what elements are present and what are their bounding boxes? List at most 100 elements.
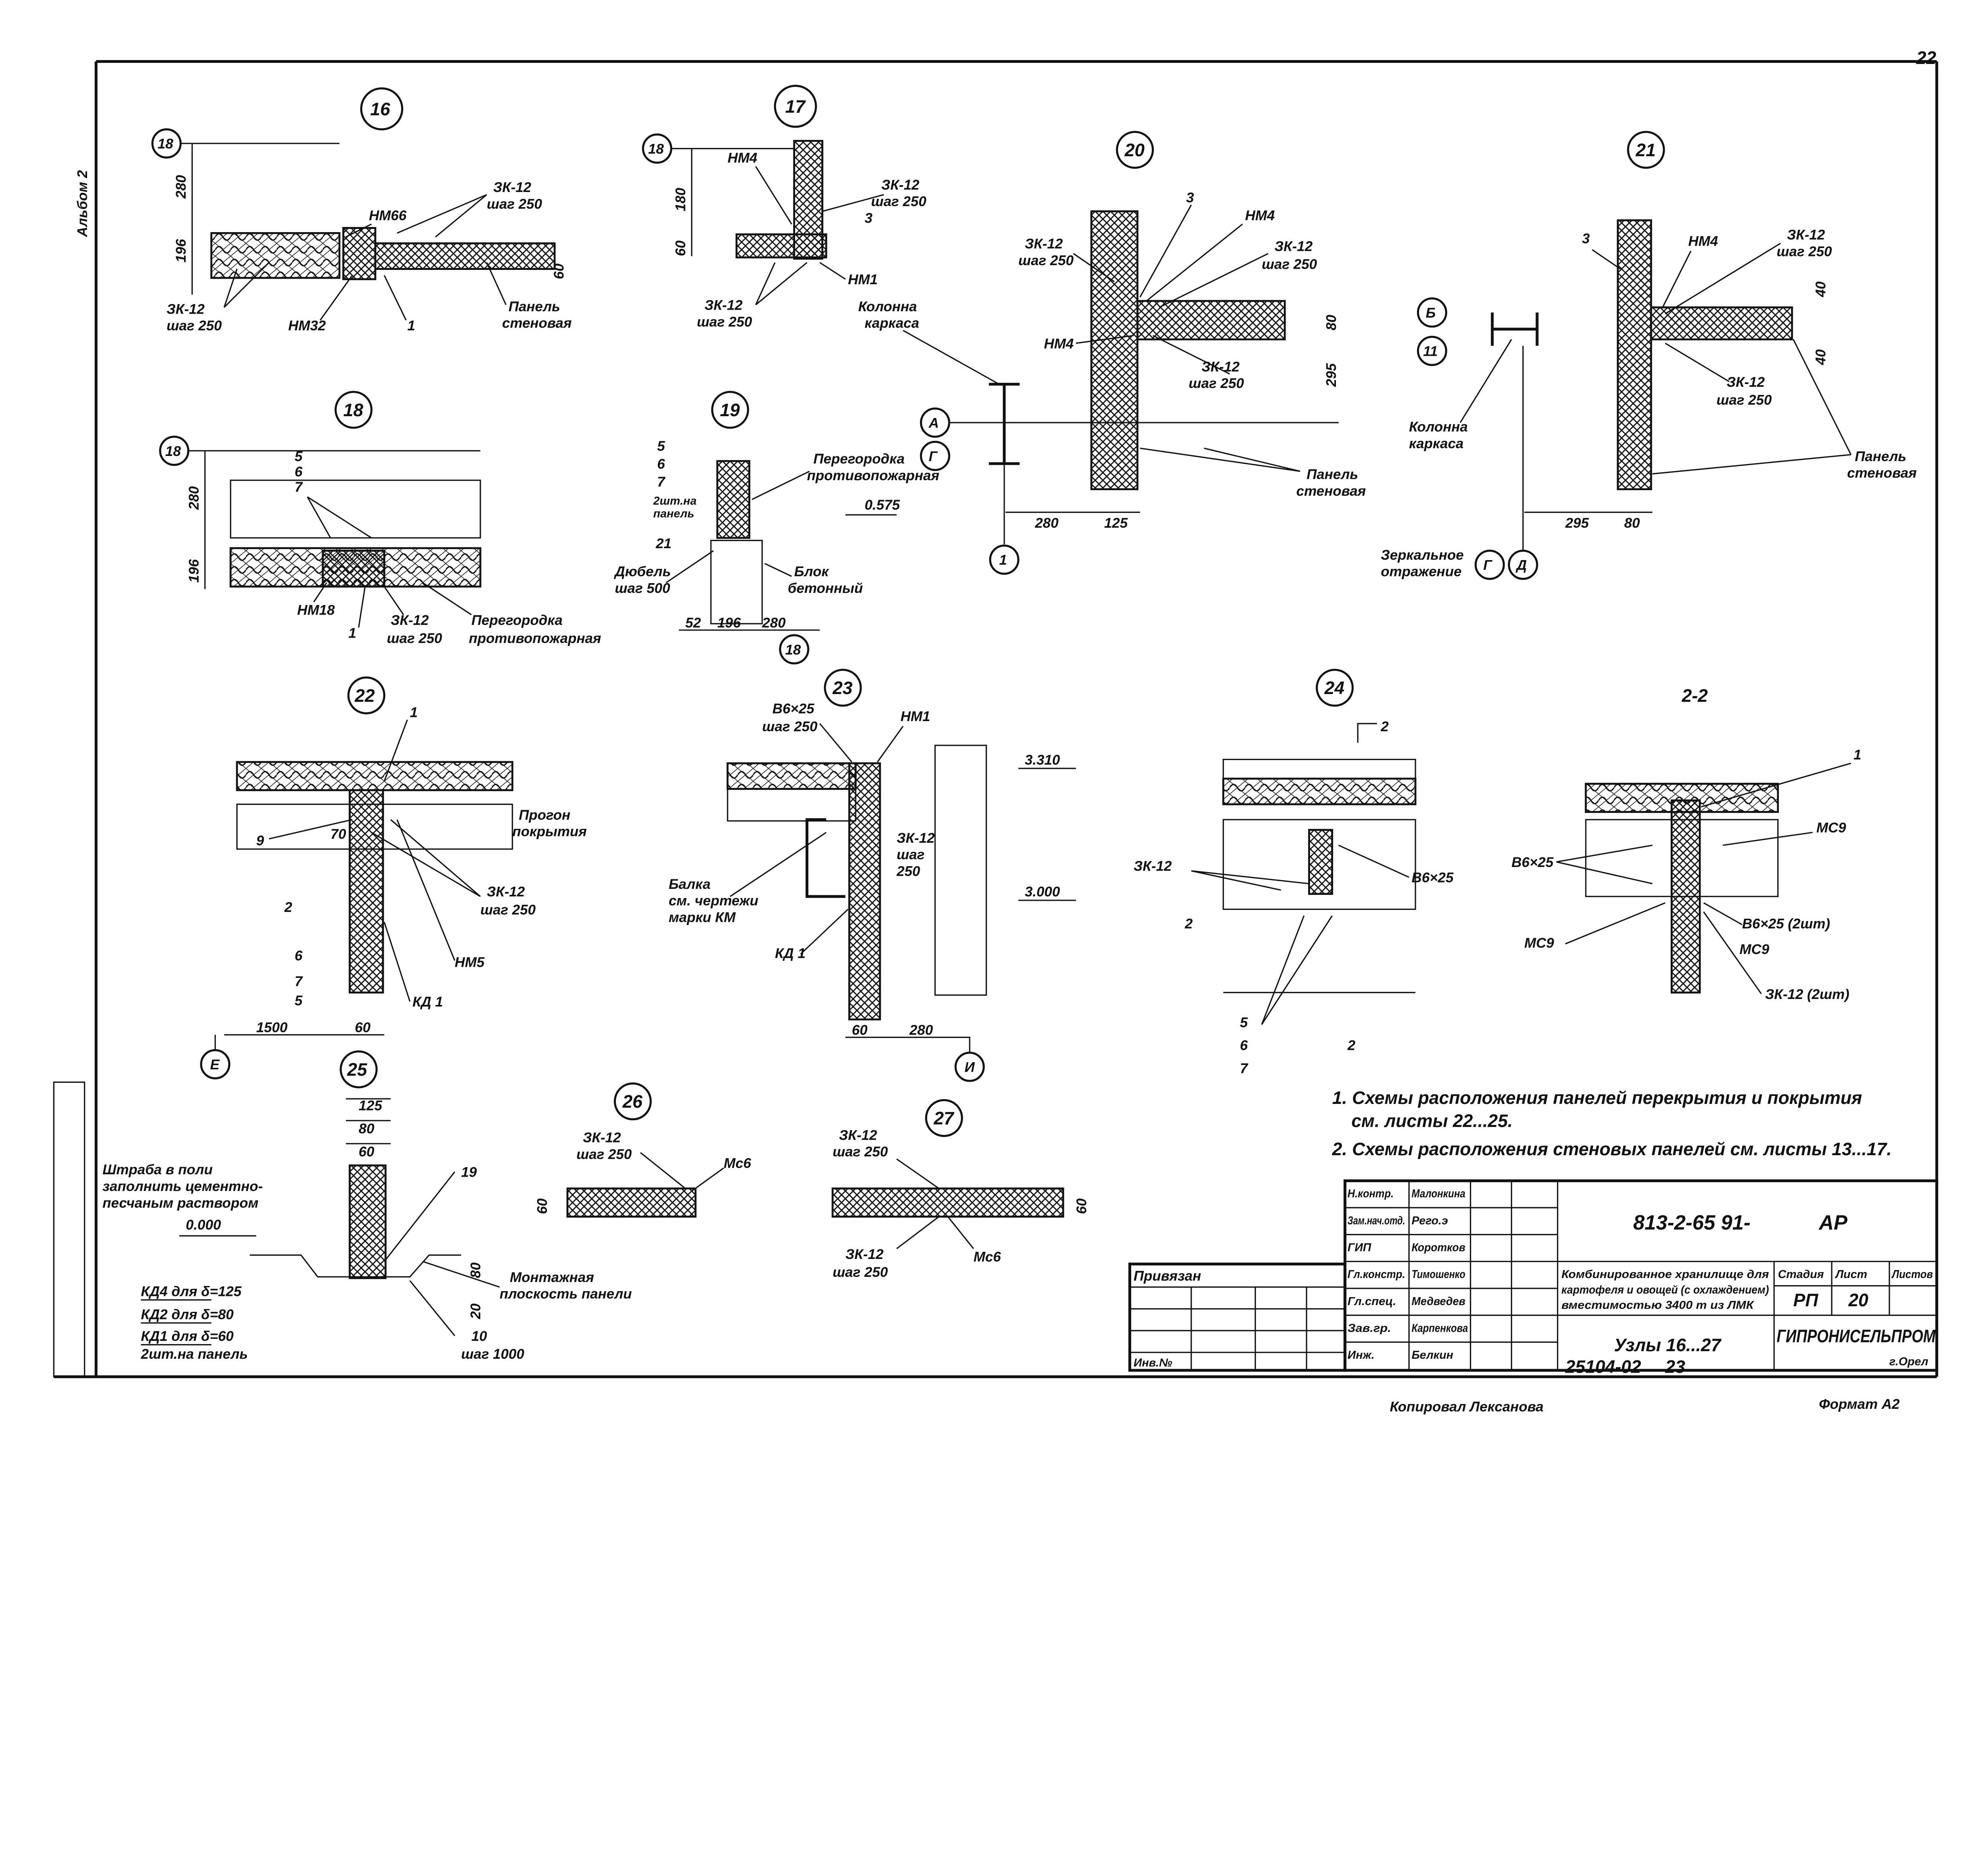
label: НМ1	[848, 272, 878, 287]
role: Инж.	[1347, 1349, 1375, 1362]
dimension: 52	[685, 615, 701, 631]
label: марки КМ	[669, 910, 736, 925]
dimension: 280	[186, 486, 202, 510]
label: ЗК-12	[583, 1130, 621, 1146]
dimension: 70	[330, 826, 346, 842]
label: Панель	[509, 299, 560, 314]
footer-number: 23	[1665, 1357, 1685, 1377]
label: 250	[896, 863, 920, 879]
label: В6×25	[773, 700, 815, 716]
sheet-number: 22	[1916, 48, 1936, 68]
label: ЗК-12	[1134, 858, 1172, 874]
axis-marker: 18	[157, 136, 173, 152]
section-2-2: 2-2 1 МС9 В6×25 МС9 В6×25 (2шт) МС9 ЗК-1…	[1512, 685, 1862, 1002]
object-name: Комбинированное хранилище для	[1561, 1268, 1769, 1281]
document-code: 813-2-65 91-	[1633, 1211, 1751, 1234]
label: 3	[1582, 231, 1590, 246]
note-1: 1. Схемы расположения панелей перекрытия…	[1332, 1088, 1862, 1108]
dimension: 280	[762, 615, 786, 631]
dimension: 125	[1104, 515, 1128, 531]
axis-marker: 1	[999, 552, 1007, 568]
label: ЗК-12	[897, 830, 935, 846]
dimension: 40	[1813, 349, 1829, 365]
stage-header: Стадия	[1778, 1268, 1824, 1281]
label: шаг 250	[1776, 243, 1832, 259]
dimension: 295	[1565, 515, 1589, 531]
label: шаг 500	[615, 580, 670, 596]
label: В6×25	[1512, 854, 1554, 870]
title-block: Н.контр.Малонкина Зам.нач.отд.Рего.э ГИП…	[1128, 1179, 1938, 1372]
label: 7	[657, 474, 666, 490]
label: бетонный	[788, 580, 863, 596]
label: МС9	[1740, 941, 1769, 957]
node-16: 16 18 НМ66 ЗК-12 шаг 250 ЗК-12 шаг 250 Н…	[151, 87, 572, 334]
label: покрытия	[513, 824, 587, 840]
label: 7	[295, 479, 303, 495]
label: шаг 250	[167, 318, 222, 334]
label: отражение	[1381, 564, 1462, 580]
label: 6	[1240, 1038, 1248, 1053]
node-20: 20 1 А Г 3 НМ4 ЗК-12 шаг 250 ЗК-12 шаг 2…	[858, 131, 1366, 575]
album-label: Альбом 2	[74, 170, 90, 237]
label: панель	[653, 508, 694, 520]
sheet-frame: Альбом 2 22 Копировал Лексанова Формат А…	[53, 48, 1938, 1414]
dimension: 60	[359, 1144, 375, 1160]
dimension: 196	[717, 615, 741, 631]
node-number: 18	[343, 400, 363, 420]
label: Мс6	[973, 1249, 1001, 1265]
label: НМ5	[455, 954, 485, 970]
label: Колонна	[858, 299, 917, 314]
label: шаг	[897, 847, 924, 863]
label: противопожарная	[807, 467, 940, 483]
label: Перегородка	[472, 612, 563, 628]
dimension: 280	[173, 175, 189, 199]
label: ЗК-12	[493, 179, 531, 195]
label: стеновая	[1847, 465, 1917, 481]
stage-value: РП	[1793, 1290, 1819, 1310]
label: 5	[295, 448, 303, 464]
copied-by: Копировал Лексанова	[1390, 1398, 1543, 1414]
label: 1	[407, 318, 415, 334]
label: шаг 250	[833, 1264, 888, 1280]
label: 3	[865, 210, 873, 226]
label: ЗК-12	[1202, 359, 1240, 374]
label: шаг 250	[487, 196, 542, 212]
node-number: 27	[934, 1108, 955, 1129]
label: 9	[256, 832, 264, 848]
name: Малонкина	[1411, 1187, 1465, 1200]
label: 2шт.на панель	[140, 1346, 248, 1362]
label: Перегородка	[813, 451, 905, 467]
node-number: 23	[832, 678, 852, 698]
label: 6	[295, 948, 303, 964]
role: Гл.спец.	[1347, 1295, 1396, 1308]
node-number: 16	[370, 99, 390, 119]
label: В6×25	[1411, 870, 1454, 886]
node-27: 27 ЗК-12 шаг 250 ЗК-12 шаг 250 Мс6 60	[831, 1099, 1089, 1280]
label: шаг 250	[833, 1144, 888, 1160]
inventory-label: Инв.№	[1134, 1356, 1172, 1369]
label: ЗК-12	[487, 884, 525, 900]
label: Мс6	[724, 1155, 751, 1171]
label: 5	[295, 993, 303, 1009]
label: шаг 1000	[461, 1346, 524, 1362]
label: 0.000	[186, 1217, 221, 1233]
label: КД 1	[775, 945, 806, 961]
dimension: 60	[534, 1198, 550, 1214]
name: Коротков	[1411, 1241, 1465, 1254]
city: г.Орел	[1889, 1355, 1928, 1368]
dimension: 80	[359, 1121, 375, 1137]
node-26: 26 ЗК-12 шаг 250 Мс6 60	[534, 1082, 751, 1218]
node-number: 24	[1324, 678, 1344, 698]
label: ЗК-12	[1025, 236, 1063, 252]
label: 19	[461, 1164, 477, 1180]
axis-marker: А	[928, 415, 939, 431]
label: шаг 250	[1262, 256, 1317, 272]
label: КД4 для δ=125	[141, 1283, 242, 1299]
label: ЗК-12	[845, 1246, 883, 1262]
label: песчаным раствором	[103, 1195, 258, 1211]
name: Рего.э	[1411, 1214, 1448, 1227]
label: 21	[655, 535, 671, 551]
axis-marker: Е	[210, 1057, 220, 1073]
label: ЗК-12	[391, 612, 429, 628]
node-23: 23 И В6×25 шаг 250 НМ1 3.310 Балка см. ч…	[669, 669, 1076, 1082]
